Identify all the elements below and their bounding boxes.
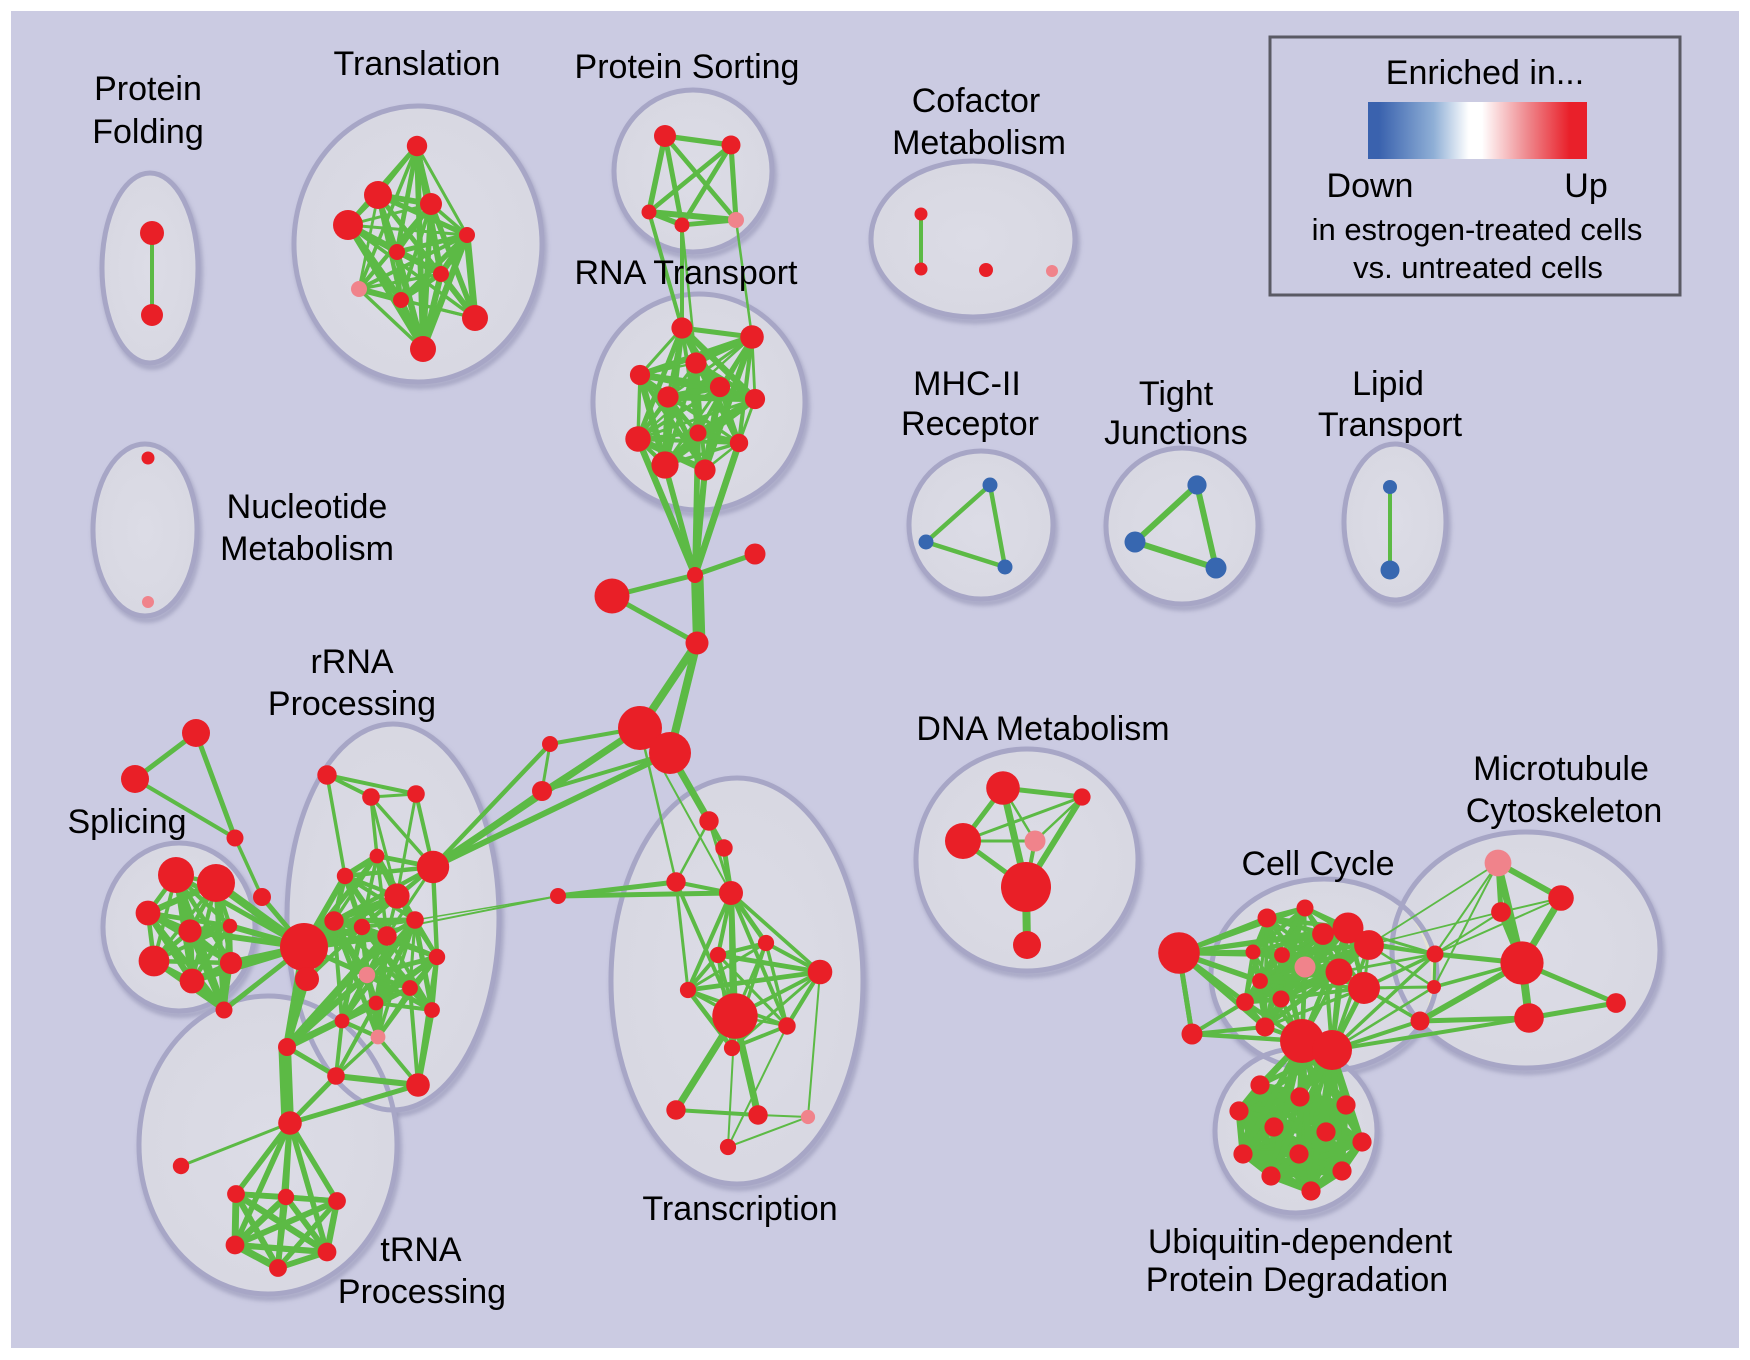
svg-text:Transcription: Transcription xyxy=(642,1190,837,1228)
svg-text:Cofactor: Cofactor xyxy=(912,82,1041,120)
svg-text:rRNA: rRNA xyxy=(310,643,393,681)
svg-text:tRNA: tRNA xyxy=(380,1231,462,1269)
svg-text:Enriched in...: Enriched in... xyxy=(1386,54,1584,92)
svg-text:Protein Sorting: Protein Sorting xyxy=(575,48,800,86)
svg-text:MHC-II: MHC-II xyxy=(913,365,1021,403)
svg-text:Processing: Processing xyxy=(338,1273,506,1311)
svg-text:Microtubule: Microtubule xyxy=(1473,750,1649,788)
svg-text:Ubiquitin-dependent: Ubiquitin-dependent xyxy=(1148,1223,1453,1261)
svg-text:Cell Cycle: Cell Cycle xyxy=(1241,845,1394,883)
svg-text:Metabolism: Metabolism xyxy=(892,124,1066,162)
svg-text:in estrogen-treated cells: in estrogen-treated cells xyxy=(1312,212,1643,247)
svg-text:Transport: Transport xyxy=(1318,406,1463,444)
svg-text:Protein Degradation: Protein Degradation xyxy=(1146,1261,1448,1299)
svg-text:Junctions: Junctions xyxy=(1104,414,1248,452)
svg-text:Folding: Folding xyxy=(92,113,204,151)
svg-text:Metabolism: Metabolism xyxy=(220,530,394,568)
svg-text:Receptor: Receptor xyxy=(901,405,1039,443)
svg-text:Nucleotide: Nucleotide xyxy=(227,488,388,526)
svg-text:Tight: Tight xyxy=(1139,375,1214,413)
svg-text:Down: Down xyxy=(1327,167,1414,205)
svg-text:vs. untreated cells: vs. untreated cells xyxy=(1353,250,1603,285)
svg-text:Cytoskeleton: Cytoskeleton xyxy=(1466,792,1663,830)
svg-text:Lipid: Lipid xyxy=(1352,365,1424,403)
svg-text:Splicing: Splicing xyxy=(67,803,186,841)
svg-text:Processing: Processing xyxy=(268,685,436,723)
svg-text:DNA Metabolism: DNA Metabolism xyxy=(916,710,1169,748)
svg-text:Up: Up xyxy=(1564,167,1607,205)
svg-text:Translation: Translation xyxy=(334,45,501,83)
svg-text:RNA Transport: RNA Transport xyxy=(575,254,799,292)
svg-text:Protein: Protein xyxy=(94,70,202,108)
